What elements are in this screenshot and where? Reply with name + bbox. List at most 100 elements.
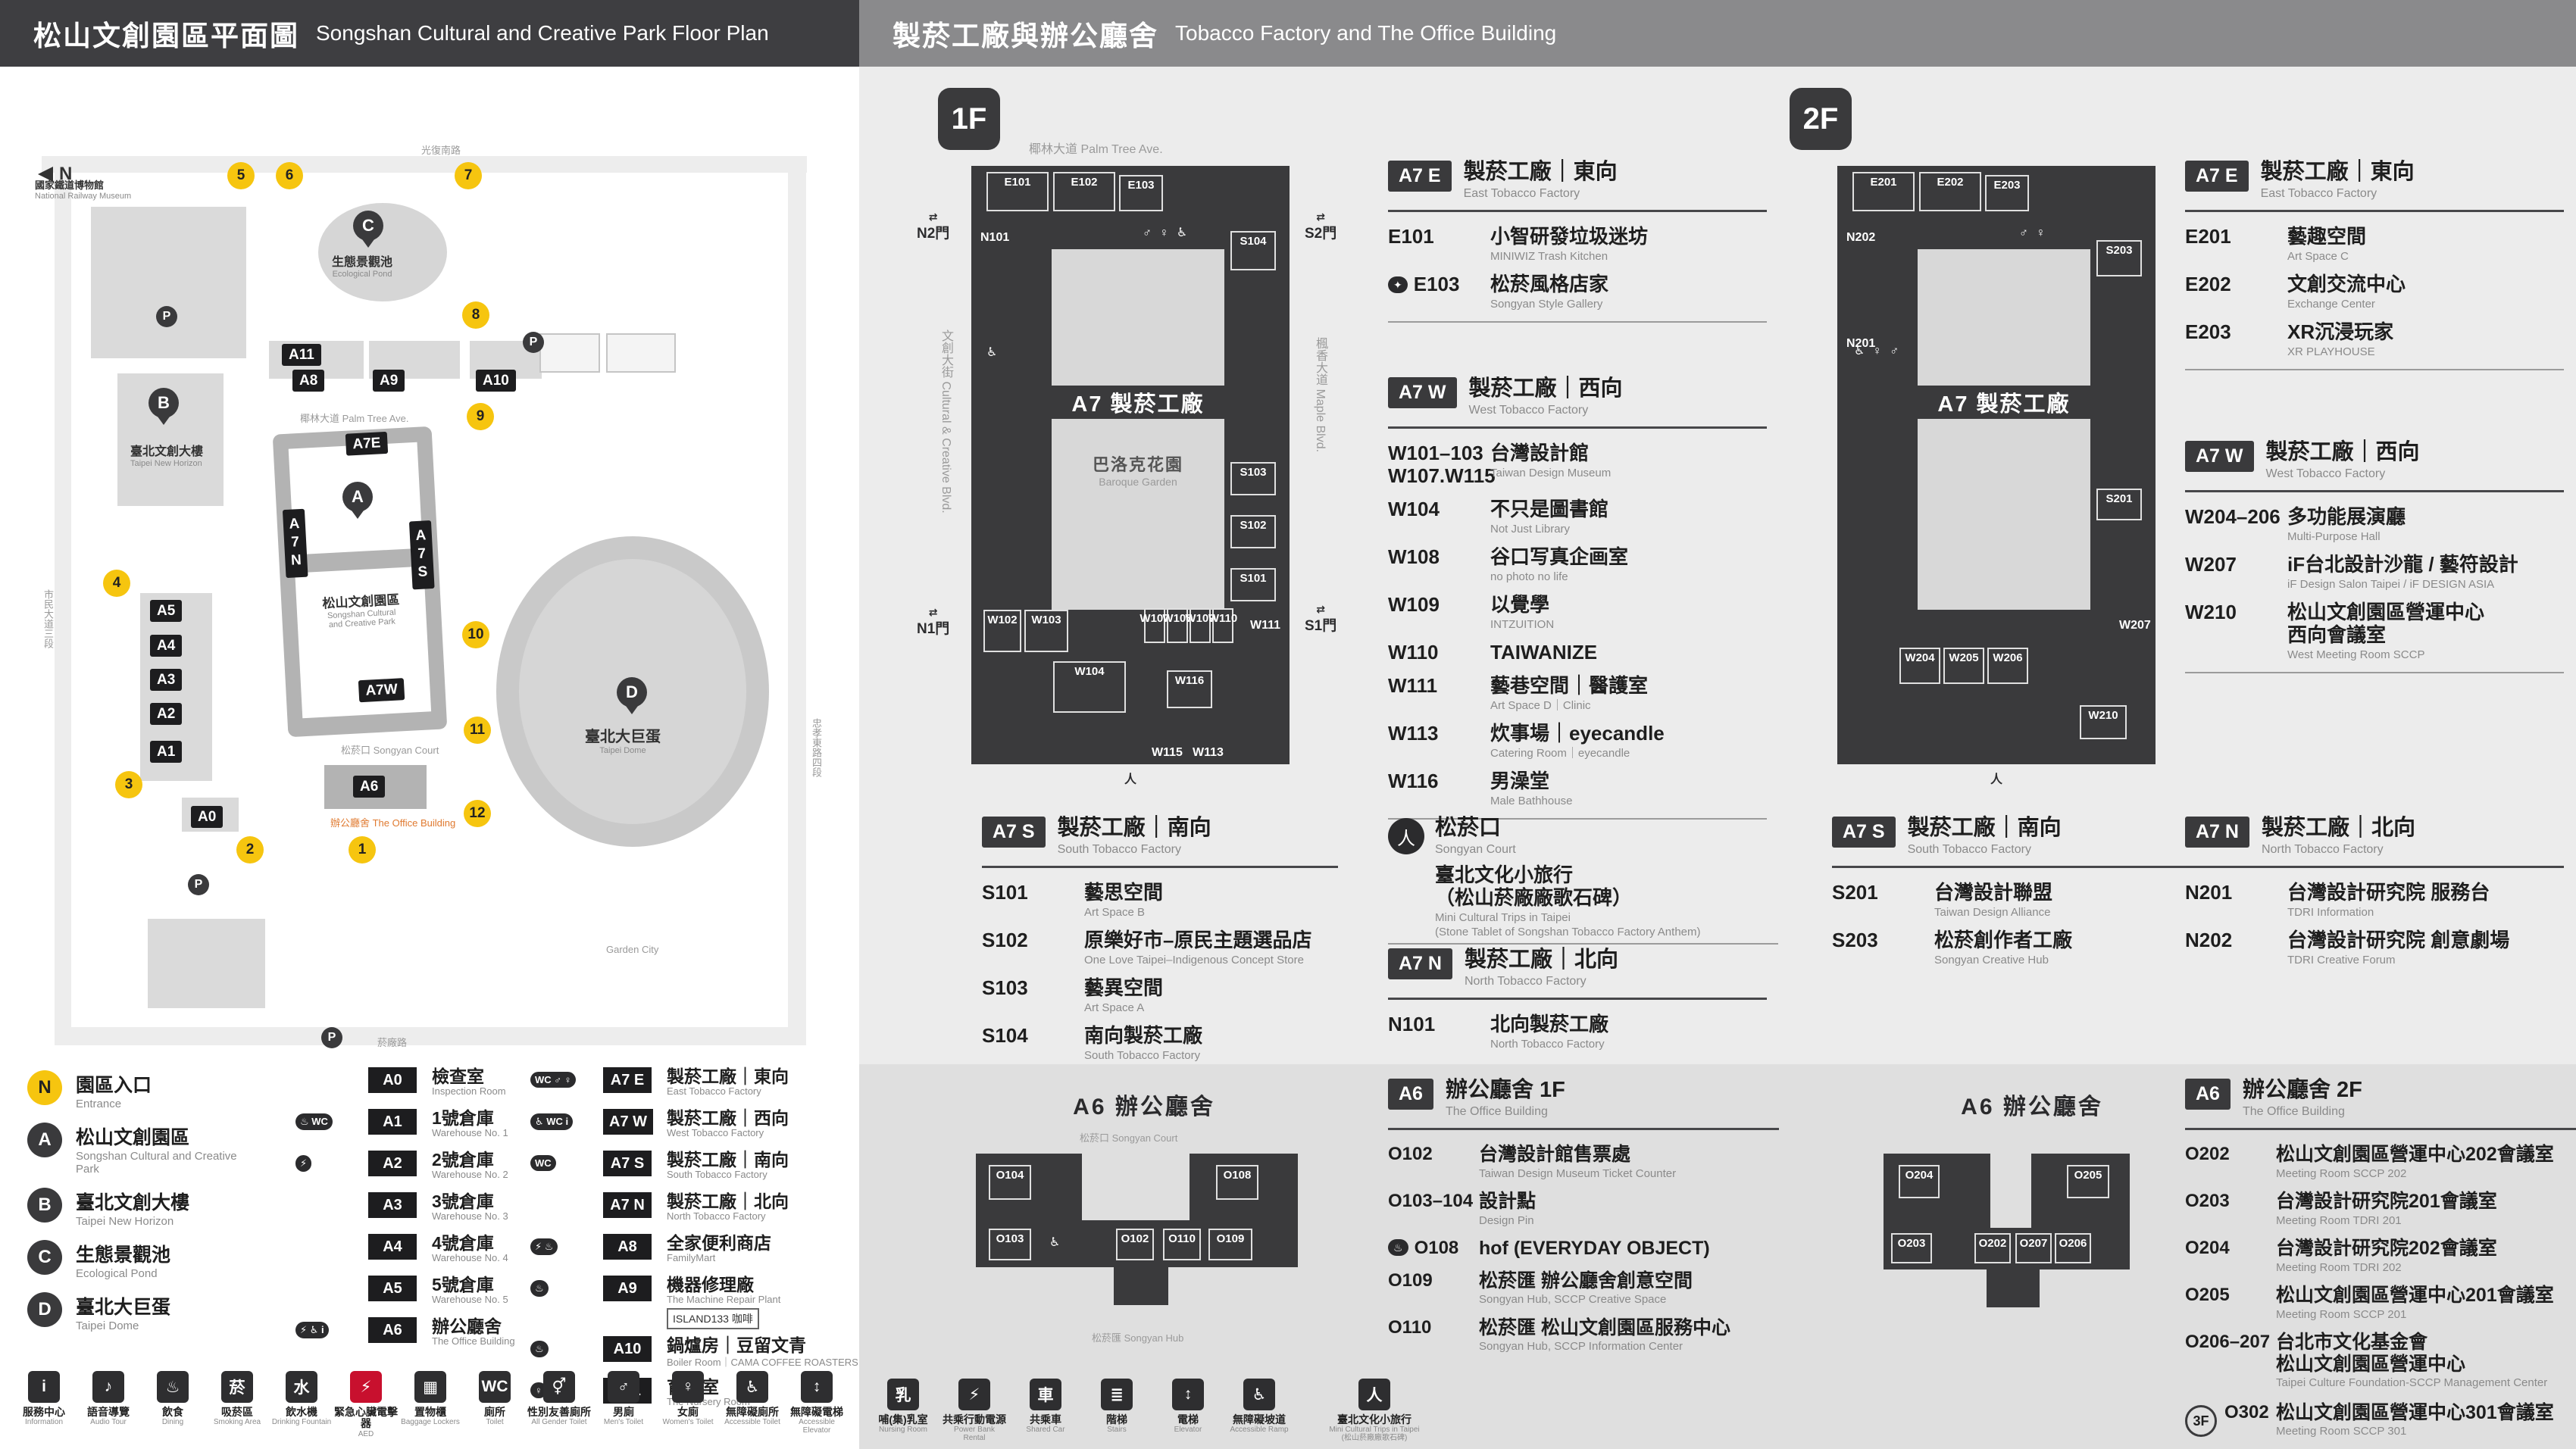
amenity-item: ↕ 電梯 Elevator xyxy=(1156,1379,1220,1442)
floor-badge-1f: 1F xyxy=(938,88,1000,150)
amenity-icon: ▦ xyxy=(414,1371,446,1403)
legend-building-text: 製菸工廠｜西向 West Tobacco Factory xyxy=(667,1108,789,1139)
ecological-pond-shape xyxy=(318,203,447,301)
divider xyxy=(2185,489,2564,492)
room-code: W108 xyxy=(1388,545,1440,568)
legend-building-row: WC ♂ ♀ A7 E 製菸工廠｜東向 East Tobacco Factory xyxy=(530,1067,859,1102)
garden-label: 巴洛克花園 Baroque Garden xyxy=(1092,454,1183,488)
legend-building-row: A4 4號倉庫 Warehouse No. 4 xyxy=(295,1234,538,1269)
amenity-icon: ♨ xyxy=(157,1371,189,1403)
room-code: S104 xyxy=(982,1024,1028,1048)
legend-building-text: 3號倉庫 Warehouse No. 3 xyxy=(432,1191,508,1223)
road-left xyxy=(55,156,71,1045)
taipei-new-horizon-block xyxy=(117,373,224,506)
service-icons: WC xyxy=(530,1155,556,1171)
room-code: O203 xyxy=(2185,1190,2230,1211)
right-header-title-zh: 製菸工廠與辦公廳舍 xyxy=(893,20,1158,52)
divider xyxy=(1388,818,1767,820)
legend-buildings-col2: WC ♂ ♀ A7 E 製菸工廠｜東向 East Tobacco Factory… xyxy=(530,1067,859,1419)
amenity-item: ♿ 無障礙廁所 Accessible Toilet xyxy=(721,1371,784,1438)
room-code: E203 xyxy=(2185,320,2231,344)
room-code: S103 xyxy=(982,976,1028,1000)
service-icons: ⚡ ♨ xyxy=(530,1238,558,1255)
a6-plan-title: A6 辦公廳舍 xyxy=(1073,1095,1215,1120)
amenity-icon: 菸 xyxy=(221,1371,253,1403)
legend-building-row: ⚡ ♨ A8 全家便利商店 FamilyMart xyxy=(530,1234,859,1269)
legend-note: ISLAND133 咖啡 xyxy=(667,1308,759,1330)
room-code: E201 xyxy=(2185,224,2231,248)
divider xyxy=(1388,943,1778,945)
building-code-chip: A7 N xyxy=(603,1192,652,1218)
room-code: ✦E103 xyxy=(1388,273,1490,311)
outline-block-1 xyxy=(539,333,600,373)
legend-building-row: A0 檢查室 Inspection Room xyxy=(295,1067,538,1102)
outline-block-2 xyxy=(606,333,676,373)
amenity-icon: ⚡ xyxy=(350,1371,382,1403)
room-code: S101 xyxy=(982,880,1028,904)
left-header: 松山文創園區平面圖 Songshan Cultural and Creative… xyxy=(0,0,859,67)
legend-building-row: A5 5號倉庫 Warehouse No. 5 xyxy=(295,1276,538,1310)
room-code: E101 xyxy=(1388,224,1434,248)
section-badge: A7 N xyxy=(2185,817,2249,848)
legend-marker-row: A 松山文創園區 Songshan Cultural and Creative … xyxy=(27,1123,285,1176)
building-code-chip: A5 xyxy=(368,1276,417,1301)
legend-building-text: 製菸工廠｜東向 East Tobacco Factory xyxy=(667,1066,789,1098)
legend-marker-text: 生態景觀池 Ecological Pond xyxy=(76,1244,171,1280)
amenity-icon: 人 xyxy=(1358,1379,1390,1410)
legend-building-row: ⚡ A2 2號倉庫 Warehouse No. 2 xyxy=(295,1151,538,1185)
courtyard-2f xyxy=(1918,249,2090,610)
warehouse-strip-block xyxy=(140,593,212,781)
legend-marker-text: 松山文創園區 Songshan Cultural and Creative Pa… xyxy=(76,1127,237,1176)
a6-plan-title: A6 辦公廳舍 xyxy=(1961,1095,2103,1120)
room-code: O202 xyxy=(2185,1143,2230,1164)
amenity-item: 水 飲水機 Drinking Fountain xyxy=(270,1371,333,1438)
road-right xyxy=(788,156,806,1045)
building-code-chip: A4 xyxy=(368,1234,417,1260)
north-block-1 xyxy=(269,341,364,379)
room-code: W111 xyxy=(1388,673,1438,697)
amenity-item: ≣ 階梯 Stairs xyxy=(1085,1379,1149,1442)
amenity-item: ⚡ 緊急心臟電擊器 AED xyxy=(334,1371,398,1438)
a6-center-bar xyxy=(1884,1228,2130,1269)
compass: N xyxy=(30,164,72,185)
entrance-number-badge: 10 xyxy=(462,621,489,648)
legend-marker-row: B 臺北文創大樓 Taipei New Horizon xyxy=(27,1188,285,1228)
amenity-icon: ♀ xyxy=(672,1371,704,1403)
legend-building-text: 鍋爐房｜豆留文青 Boiler Room｜CAMA COFFEE ROASTER… xyxy=(667,1335,858,1369)
section-badge: A7 S xyxy=(982,817,1046,848)
service-icons: ♨ WC xyxy=(295,1113,333,1130)
songyan-court-icon: 人 xyxy=(1388,818,1424,855)
road-bottom xyxy=(55,1027,806,1045)
map-label: 松菸口 Songyan Court xyxy=(341,745,439,756)
